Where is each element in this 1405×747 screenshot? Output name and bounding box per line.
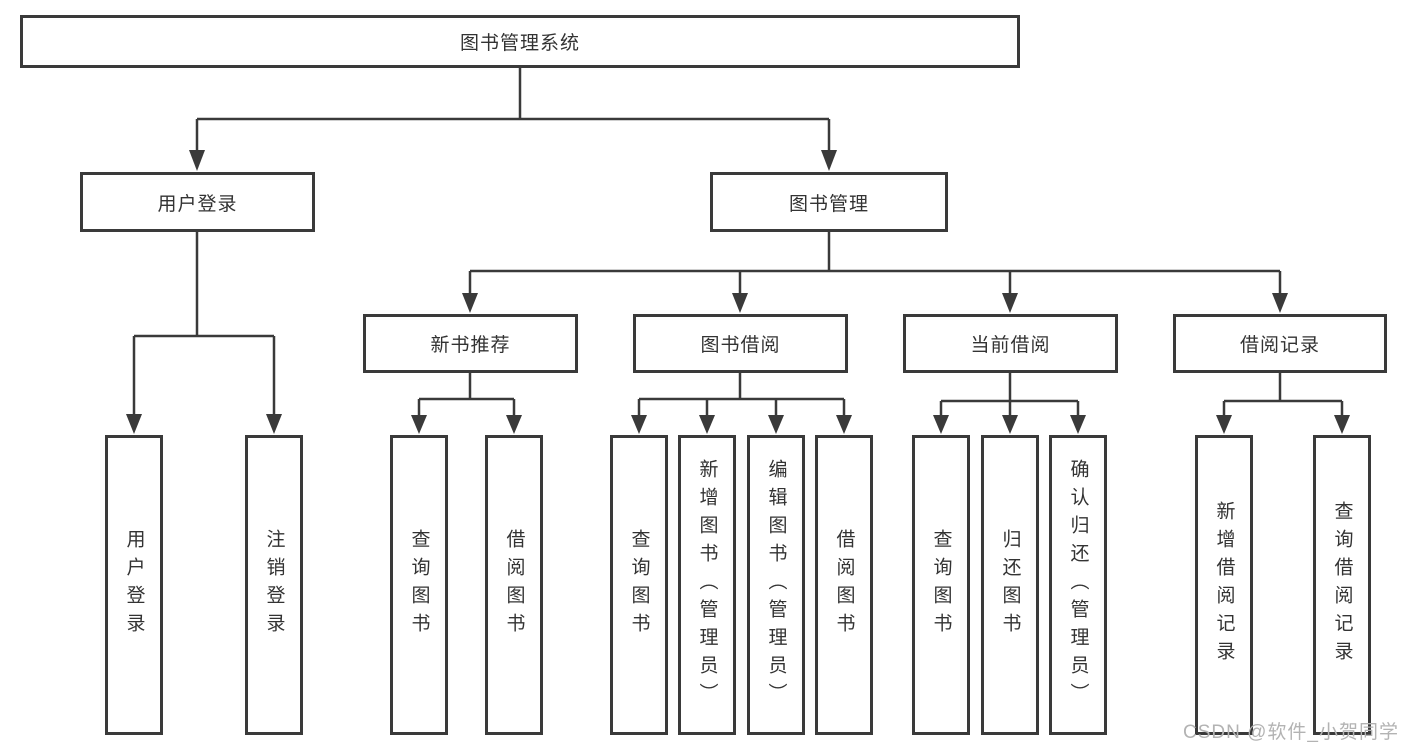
node-label: 当前借阅 [970, 335, 1051, 356]
node-current-borrow: 当前借阅 [903, 314, 1118, 373]
leaf-br-add-record: 新增借阅记录 [1195, 435, 1253, 735]
leaf-cb-query-books: 查询图书 [912, 435, 970, 735]
node-label: 新书推荐 [430, 335, 511, 356]
node-label: 借阅图书 [503, 529, 525, 641]
node-label: 编辑图书（管理员） [765, 459, 787, 711]
node-label: 用户登录 [123, 529, 145, 641]
leaf-bb-query-books: 查询图书 [610, 435, 668, 735]
node-book-mgmt-branch: 图书管理 [710, 172, 948, 232]
csdn-watermark: CSDN @软件_小贺同学 [1183, 722, 1399, 743]
node-label: 查询图书 [628, 529, 650, 641]
node-label: 确认归还（管理员） [1067, 459, 1089, 711]
node-user-login-branch: 用户登录 [80, 172, 315, 232]
node-book-borrow: 图书借阅 [633, 314, 848, 373]
node-borrow-record: 借阅记录 [1173, 314, 1387, 373]
leaf-cb-return-books: 归还图书 [981, 435, 1039, 735]
node-label: 查询借阅记录 [1331, 501, 1353, 669]
leaf-nb-borrow-books: 借阅图书 [485, 435, 543, 735]
arrowhead-icons [126, 150, 1350, 434]
leaf-bb-edit-books-admin: 编辑图书（管理员） [747, 435, 805, 735]
leaf-bb-borrow-books: 借阅图书 [815, 435, 873, 735]
leaf-nb-query-books: 查询图书 [390, 435, 448, 735]
leaf-cb-confirm-return-admin: 确认归还（管理员） [1049, 435, 1107, 735]
node-label: 图书管理 [788, 193, 869, 215]
node-root-system: 图书管理系统 [20, 15, 1020, 68]
leaf-br-query-record: 查询借阅记录 [1313, 435, 1371, 735]
node-label: 图书借阅 [700, 335, 781, 356]
node-label: 新增图书（管理员） [696, 459, 718, 711]
node-new-book-recommend: 新书推荐 [363, 314, 578, 373]
node-label: 借阅图书 [833, 529, 855, 641]
leaf-user-login: 用户登录 [105, 435, 163, 735]
node-label: 归还图书 [999, 529, 1021, 641]
leaf-bb-add-books-admin: 新增图书（管理员） [678, 435, 736, 735]
node-label: 图书管理系统 [459, 33, 580, 54]
leaf-logout: 注销登录 [245, 435, 303, 735]
node-label: 用户登录 [157, 193, 238, 215]
node-label: 查询图书 [408, 529, 430, 641]
node-label: 新增借阅记录 [1213, 501, 1235, 669]
node-label: 借阅记录 [1239, 335, 1320, 356]
node-label: 查询图书 [930, 529, 952, 641]
node-label: 注销登录 [263, 529, 285, 641]
